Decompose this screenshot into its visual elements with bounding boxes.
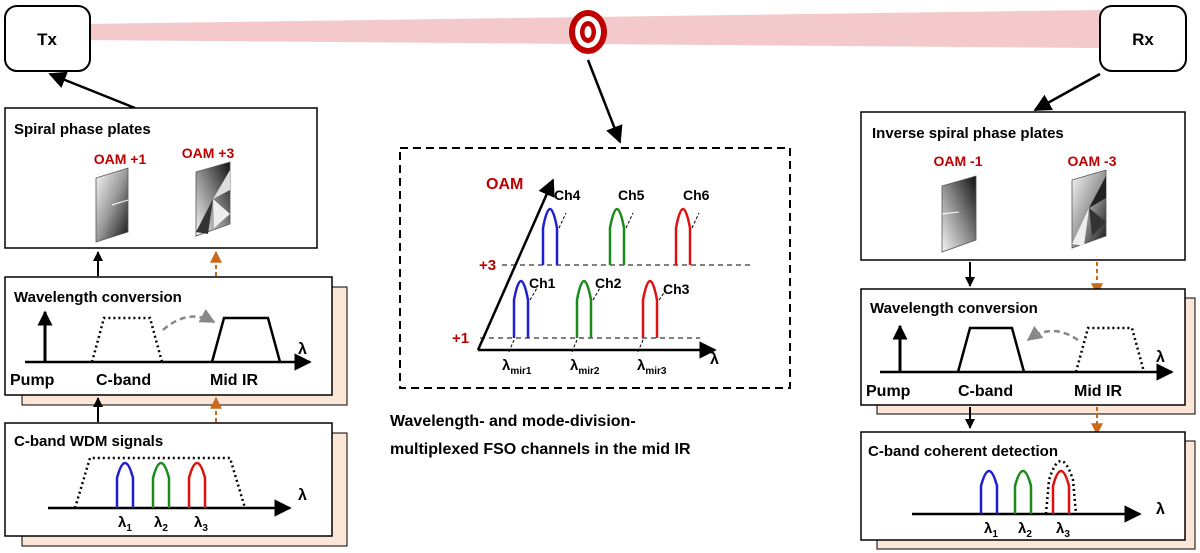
oam-plus1-label: OAM +1	[94, 151, 147, 167]
center-channel-panel: OAM +3 +1 Ch1 Ch2 Ch3 Ch4 Ch5 Ch6 λmir1 …	[399, 147, 791, 389]
spiral-title: Spiral phase plates	[14, 121, 151, 138]
ch5-label: Ch5	[618, 187, 645, 203]
rx-arrow	[1033, 72, 1101, 112]
rx-label: Rx	[1132, 30, 1154, 49]
oam-minus3-label: OAM -3	[1068, 153, 1117, 169]
lambda-mir1: λmir1	[502, 357, 532, 377]
channel-6	[674, 207, 692, 265]
phase-plate-oam-minus1	[941, 175, 977, 253]
channel-2	[575, 279, 593, 338]
wdm-l3: λ3	[194, 514, 208, 534]
right-conv-lambda: λ	[1156, 349, 1165, 366]
phase-plate-oam-minus3	[1071, 169, 1107, 249]
wdm-ch1	[115, 461, 135, 508]
target-icon	[569, 10, 607, 54]
oam-minus1-label: OAM -1	[934, 153, 983, 169]
lambda-mir3: λmir3	[637, 357, 667, 377]
oam-axis-label: OAM	[486, 176, 523, 193]
ch2-label: Ch2	[595, 275, 622, 291]
channel-1	[512, 279, 530, 338]
inverse-spiral-panel: Inverse spiral phase plates OAM -1 OAM -…	[860, 111, 1186, 261]
left-conversion-panel: Wavelength conversion λ Pump C-band Mid …	[4, 276, 333, 396]
wdm-title: C-band WDM signals	[14, 433, 163, 450]
right-midir-label: Mid IR	[1074, 383, 1122, 400]
right-cband-label: C-band	[958, 383, 1013, 400]
ch6-label: Ch6	[683, 187, 710, 203]
plus3-label: +3	[479, 257, 496, 274]
conversion-arrow	[162, 309, 216, 331]
wdm-lambda: λ	[298, 487, 307, 504]
channel-5	[608, 207, 626, 265]
tx-box: Tx	[4, 5, 91, 72]
wdm-l2: λ2	[154, 514, 168, 534]
wdm-ch3	[187, 461, 207, 508]
caption-line-1: Wavelength- and mode-division-	[390, 413, 636, 430]
wdm-l1: λ1	[118, 514, 132, 534]
ch1-label: Ch1	[529, 275, 556, 291]
right-conversion-panel: Wavelength conversion λ Pump C-band Mid …	[860, 288, 1186, 406]
wdm-signals-panel: C-band WDM signals λ λ1 λ2 λ3	[4, 422, 333, 537]
left-pump-label: Pump	[10, 372, 55, 389]
coherent-title: C-band coherent detection	[868, 443, 1058, 460]
ch4-label: Ch4	[554, 187, 581, 203]
channel-3	[641, 279, 659, 338]
wdm-ch2	[151, 461, 171, 508]
inverse-spiral-title: Inverse spiral phase plates	[872, 125, 1064, 142]
tx-arrow	[48, 71, 136, 110]
spiral-phase-plates-panel: Spiral phase plates OAM +1 OAM +3	[4, 107, 318, 249]
left-cband-label: C-band	[96, 372, 151, 389]
left-conv-lambda: λ	[298, 341, 307, 358]
rx-box: Rx	[1099, 5, 1187, 72]
ch3-label: Ch3	[663, 281, 690, 297]
coh-l1: λ1	[984, 520, 998, 540]
coherent-lambda: λ	[1156, 501, 1165, 518]
left-conversion-title: Wavelength conversion	[14, 289, 182, 306]
coh-l3: λ3	[1056, 520, 1070, 540]
coh-l2: λ2	[1018, 520, 1032, 540]
lambda-mir2: λmir2	[570, 357, 600, 377]
caption-line-2: multiplexed FSO channels in the mid IR	[390, 441, 691, 458]
right-conversion-title: Wavelength conversion	[870, 300, 1038, 317]
oam-plus3-label: OAM +3	[182, 145, 235, 161]
channel-4	[541, 207, 559, 265]
midir-trapezoid	[210, 316, 282, 363]
coherent-detection-panel: C-band coherent detection λ λ1 λ2 λ3	[860, 431, 1186, 541]
left-midir-label: Mid IR	[210, 372, 258, 389]
right-pump-label: Pump	[866, 383, 911, 400]
target-arrow	[586, 59, 623, 144]
plus1-label: +1	[452, 330, 469, 347]
phase-plate-oam1	[95, 167, 129, 243]
center-lambda: λ	[710, 351, 719, 368]
tx-label: Tx	[37, 30, 57, 49]
phase-plate-oam3	[195, 161, 231, 237]
